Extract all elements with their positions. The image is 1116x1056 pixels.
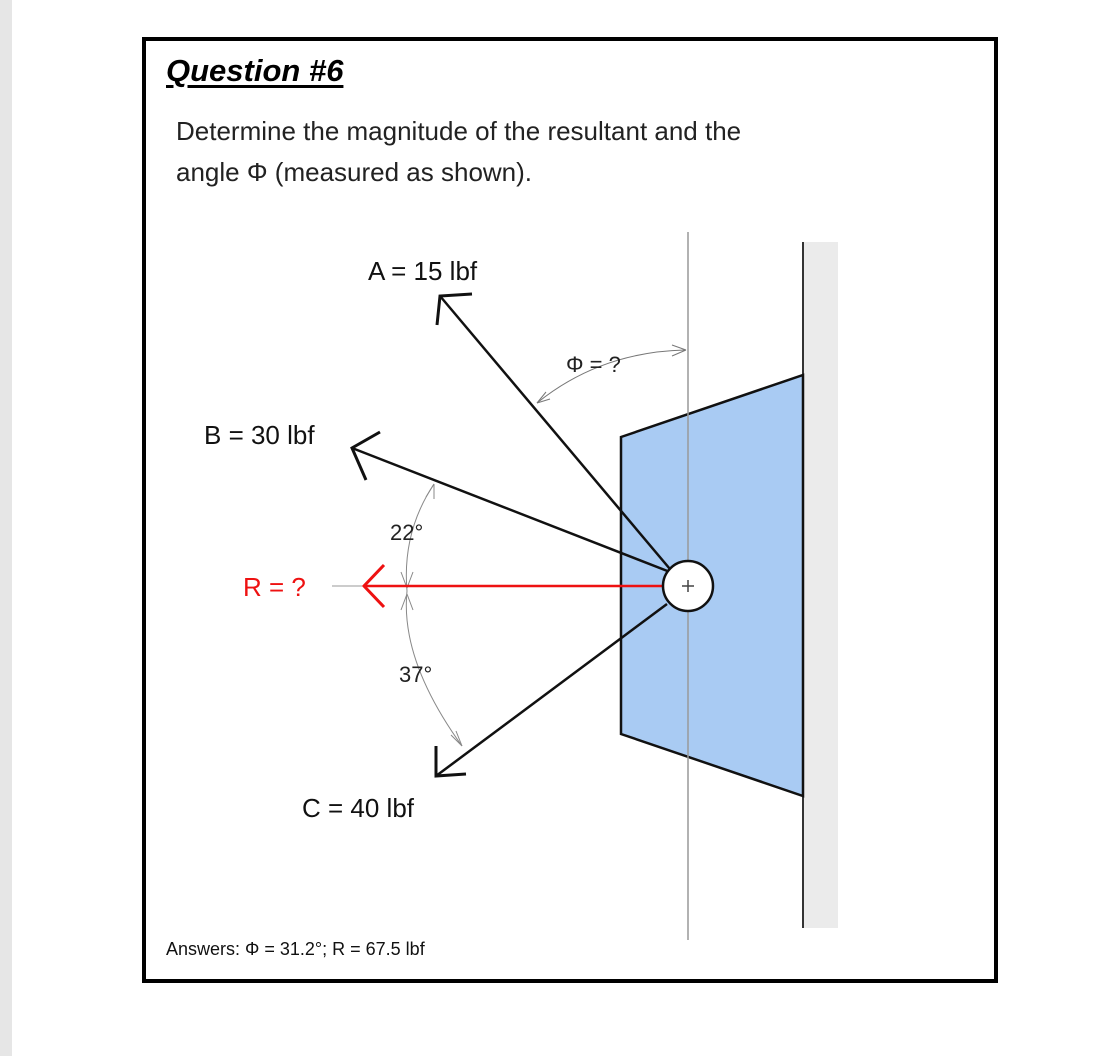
wall <box>803 242 838 928</box>
force-b-label: B = 30 lbf <box>204 420 315 450</box>
force-b-vector <box>351 446 671 574</box>
prompt-line-2: angle Φ (measured as shown). <box>176 157 533 187</box>
angle-c-arrowhead-top <box>400 593 414 611</box>
angle-c-arrowhead-bottom <box>450 730 463 747</box>
pin-center-mark <box>682 580 694 592</box>
question-prompt: Determine the magnitude of the resultant… <box>176 111 936 193</box>
phi-angle-arc <box>536 349 686 404</box>
force-a-label: A = 15 lbf <box>368 256 478 286</box>
phi-arc-arrowhead-left <box>536 391 551 404</box>
force-c-vector <box>435 602 668 778</box>
resultant-label: R = ? <box>243 572 306 602</box>
force-a-arrowhead <box>435 292 473 326</box>
page-edge-strip <box>0 0 12 1056</box>
resultant-arrowhead <box>361 563 386 609</box>
question-card <box>142 37 998 983</box>
angle-b-arrowhead-top <box>425 483 435 499</box>
force-a-vector <box>439 295 676 576</box>
question-title: Question #6 <box>166 53 344 88</box>
force-c-arrowhead <box>434 746 467 778</box>
prompt-line-1: Determine the magnitude of the resultant… <box>176 116 742 146</box>
angle-b-label: 22° <box>390 520 423 545</box>
force-c-label: C = 40 lbf <box>302 793 415 823</box>
phi-arc-arrowhead-right <box>671 344 687 357</box>
phi-label: Φ = ? <box>566 352 621 377</box>
answers-text: Answers: Φ = 31.2°; R = 67.5 lbf <box>166 939 426 959</box>
force-b-arrowhead <box>350 430 381 481</box>
angle-c-label: 37° <box>399 662 432 687</box>
